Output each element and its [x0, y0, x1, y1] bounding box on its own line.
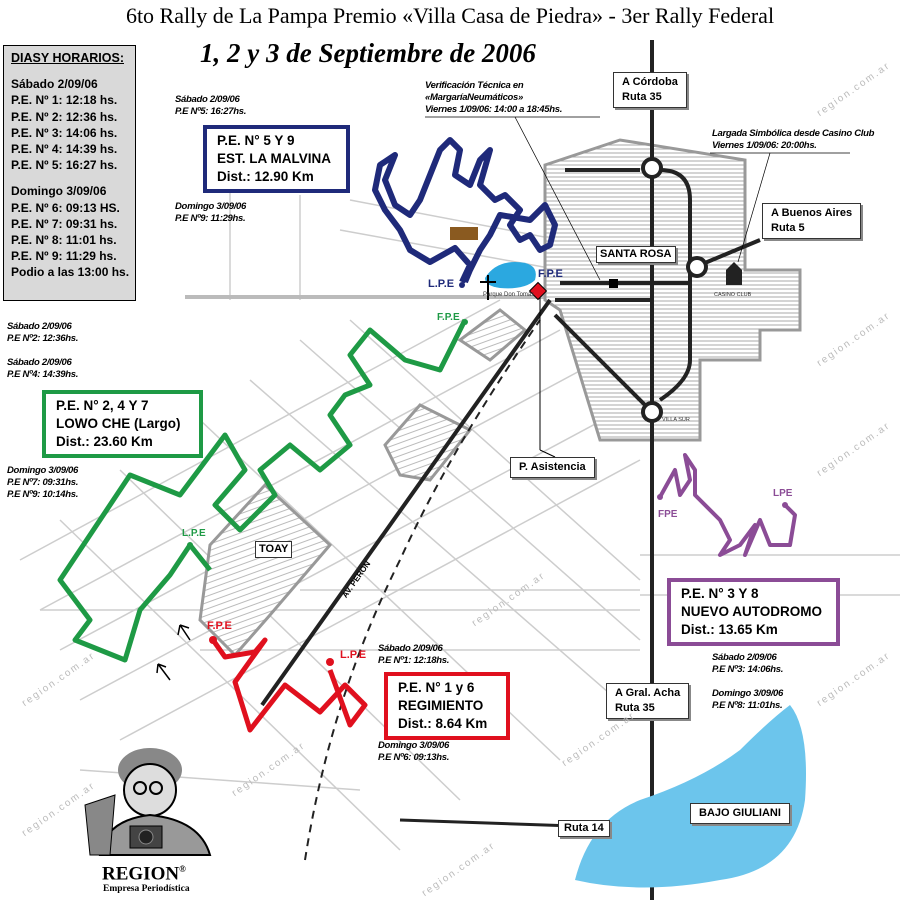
label-villa-sur: VILLA SUR: [662, 417, 690, 423]
schedule-box: DIASY HORARIOS: Sábado 2/09/06 P.E. Nº 1…: [3, 45, 136, 301]
label-bajo-giuliani: BAJO GIULIANI: [690, 803, 790, 824]
schedule-item: P.E. Nº 8: 11:01 hs.: [11, 233, 117, 248]
region-mascot-logo: [84, 748, 212, 856]
label-casino-club: CASINO CLUB: [714, 292, 752, 298]
schedule-heading: DIASY HORARIOS:: [11, 51, 124, 65]
route-pe-2-4-7: [57, 318, 468, 663]
arrow-icon: [177, 624, 191, 641]
label-ruta-14: Ruta 14: [558, 820, 610, 837]
marker-purple-lpe: LPE: [773, 488, 793, 499]
label-santa-rosa: SANTA ROSA: [596, 246, 676, 263]
marker-blue-lpe: L.P.E: [428, 278, 455, 290]
marker-green-fpe: F.P.E: [437, 312, 460, 323]
marker-red-lpe: L.P.E: [340, 649, 367, 661]
label-parque: Parque Don Tomás: [483, 292, 535, 298]
lake-bajo-giuliani: [575, 705, 806, 888]
casino-club-icon: [726, 262, 742, 285]
schedule-item: P.E. Nº 9: 11:29 hs.: [11, 249, 117, 264]
schedule-day: Domingo 3/09/06: [11, 184, 107, 199]
route-pe-3-8: [658, 453, 797, 557]
schedule-item: P.E. Nº 6: 09:13 HS.: [11, 200, 120, 215]
schedule-item: Podio a las 13:00 hs.: [11, 265, 130, 280]
schedule-item: P.E. Nº 7: 09:31 hs.: [11, 216, 118, 231]
main-roads: [260, 40, 761, 900]
schedule-item: P.E. Nº 1: 12:18 hs.: [11, 93, 118, 108]
route-pe-5-9: [372, 137, 558, 284]
schedule-item: P.E. Nº 3: 14:06 hs.: [11, 125, 118, 140]
arrow-icon: [156, 663, 171, 681]
schedule-item: P.E. Nº 5: 16:27 hs.: [11, 158, 118, 173]
estancia-icon: [450, 227, 478, 240]
route-pe-1-6: [210, 637, 368, 733]
lake-parque: [485, 262, 536, 289]
logo-tagline: Empresa Periodística: [103, 884, 190, 894]
logo-name: REGION®: [102, 863, 186, 885]
marker-green-lpe: L.P.E: [182, 528, 206, 539]
schedule-item: P.E. Nº 4: 14:39 hs.: [11, 142, 118, 157]
event-dates: 1, 2 y 3 de Septiembre de 2006: [200, 38, 536, 68]
label-toay: TOAY: [255, 541, 293, 558]
urban-area-east: [383, 403, 473, 482]
asistencia-marker-icon: [528, 281, 548, 301]
verificacion-marker-icon: [609, 279, 618, 288]
label-p-asistencia: P. Asistencia: [510, 457, 595, 478]
marker-red-fpe: F.P.E: [207, 620, 232, 632]
note-verificacion: Verificación Técnica en«MargaríaNeumátic…: [425, 80, 563, 115]
urban-area-north: [457, 308, 528, 362]
av-peron-road: [260, 298, 552, 707]
page-title: 6to Rally de La Pampa Premio «Villa Casa…: [125, 3, 775, 28]
marker-purple-fpe: FPE: [658, 509, 678, 520]
ring-road: [658, 168, 692, 402]
roundabouts: [641, 157, 708, 423]
marker-blue-fpe: F.P.E: [538, 268, 563, 280]
toay-urban-area: [198, 482, 333, 658]
santa-rosa-urban-area: [543, 138, 802, 442]
schedule-item: P.E. Nº 2: 12:36 hs.: [11, 109, 118, 124]
dashed-route: [304, 319, 541, 861]
schedule-day: Sábado 2/09/06: [11, 77, 98, 92]
